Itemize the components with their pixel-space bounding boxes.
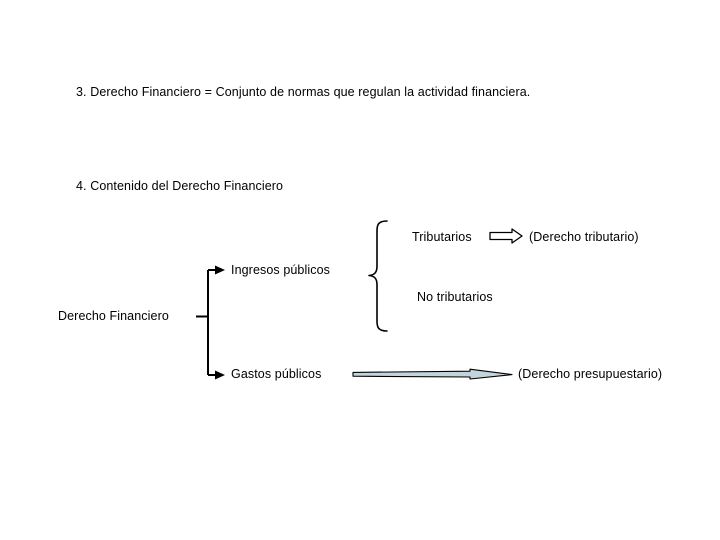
heading-item-3: 3. Derecho Financiero = Conjunto de norm… <box>76 85 531 99</box>
long-arrow-presupuestario-icon <box>352 368 513 380</box>
arrowhead-ingresos-icon <box>215 265 225 275</box>
diagram-branch-ingresos-publicos: Ingresos públicos <box>231 263 330 277</box>
arrowhead-gastos-icon <box>215 370 225 380</box>
heading-item-4: 4. Contenido del Derecho Financiero <box>76 179 284 193</box>
diagram-branch-gastos-publicos: Gastos públicos <box>231 367 322 381</box>
block-arrow-tributario-icon <box>489 228 523 244</box>
diagram-root-label: Derecho Financiero <box>58 309 169 323</box>
diagram-result-derecho-presupuestario: (Derecho presupuestario) <box>518 367 663 381</box>
curly-brace-icon <box>368 220 388 332</box>
diagram-node-tributarios: Tributarios <box>412 230 472 244</box>
diagram-result-derecho-tributario: (Derecho tributario) <box>529 230 639 244</box>
diagram-node-no-tributarios: No tributarios <box>417 290 493 304</box>
